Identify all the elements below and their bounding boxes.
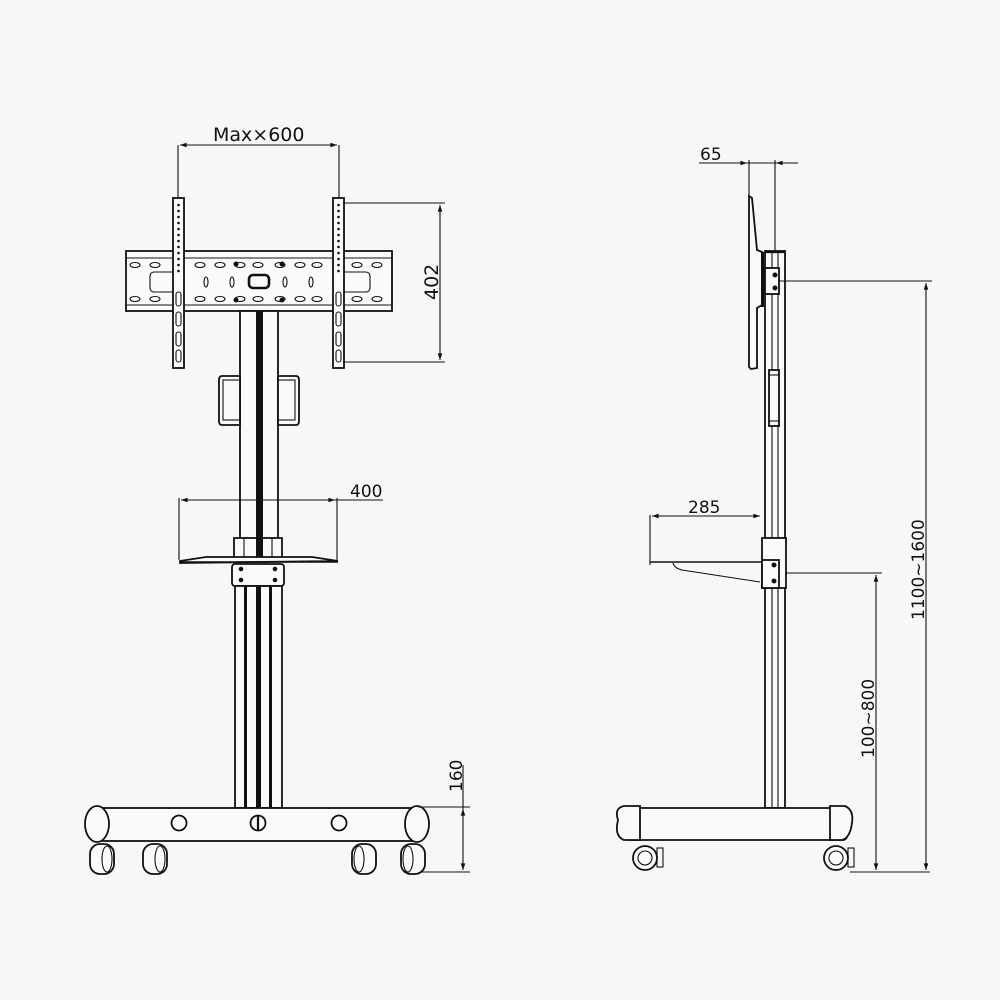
dim-label-base-height: 160	[447, 760, 467, 792]
front-view: Max×600	[84, 124, 470, 875]
base-front	[84, 805, 430, 875]
column-upper	[218, 310, 300, 540]
side-mount-plate	[748, 194, 764, 370]
column-lower	[234, 585, 283, 809]
side-shelf	[650, 561, 762, 583]
caster-wheels	[89, 843, 426, 875]
dim-label-shelf-height-range: 100~800	[859, 679, 879, 758]
side-view: 65 285	[615, 145, 932, 873]
dim-label-mount-depth: 65	[700, 145, 722, 165]
dim-label-mount-height-range: 1100~1600	[909, 519, 929, 620]
shelf	[179, 537, 339, 587]
mount-plate	[125, 250, 393, 312]
dim-base-height: 160	[418, 760, 470, 873]
dim-shelf-height-range: 100~800	[786, 572, 930, 873]
dim-mount-depth: 65	[699, 145, 798, 252]
vesa-arm-right	[332, 197, 345, 369]
base-side	[615, 805, 855, 871]
dim-label-shelf-width: 400	[350, 482, 382, 502]
dim-label-bracket-height: 402	[421, 264, 443, 300]
dim-shelf-depth: 285	[649, 498, 760, 565]
dim-mount-height-range: 1100~1600	[779, 280, 932, 870]
dim-vesa-width: Max×600	[177, 124, 340, 200]
dim-bracket-height: 402	[344, 202, 445, 363]
vesa-arm-left	[172, 197, 185, 369]
side-column	[761, 250, 787, 809]
dim-label-shelf-depth: 285	[688, 498, 720, 518]
dim-shelf-width: 400	[178, 482, 383, 560]
dim-label-vesa-width: Max×600	[213, 124, 304, 146]
